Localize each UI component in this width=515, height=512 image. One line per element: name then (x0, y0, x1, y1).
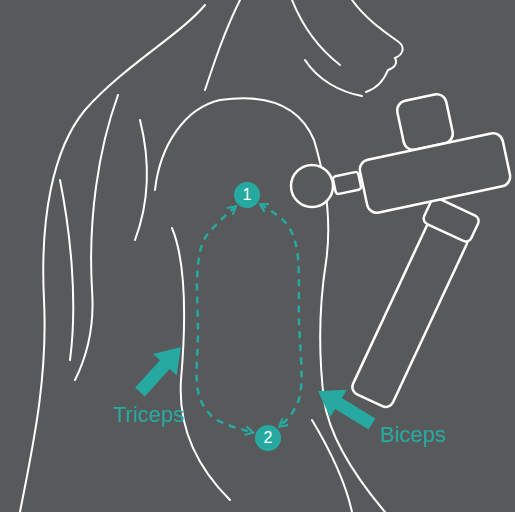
motion-arrow (260, 204, 302, 426)
callout-number: 1 (234, 182, 260, 208)
callout-arrow (135, 347, 181, 396)
back-muscle-line (60, 180, 73, 360)
callout-number: 2 (255, 425, 281, 451)
muscle-label: Triceps (113, 403, 184, 427)
number-circle-fill (255, 425, 281, 451)
muscle-label: Biceps (380, 423, 446, 447)
back-muscle-line (135, 120, 147, 240)
gun-collar (422, 196, 481, 243)
gun-handle (350, 219, 470, 410)
gun-ball-head (291, 165, 333, 207)
arm-back-outline (172, 228, 230, 500)
number-circle-fill (234, 182, 260, 208)
gun-neck (332, 171, 361, 194)
motion-arrow (197, 206, 253, 432)
back-outline (20, 5, 205, 512)
gun-body (358, 131, 512, 214)
neck-line (305, 60, 362, 96)
back-muscle-line (75, 95, 118, 380)
callout-number-text: 2 (264, 430, 273, 446)
face-outline (352, 0, 403, 92)
chest-line (292, 0, 340, 65)
forearm-line (312, 420, 352, 512)
callout-arrow (318, 390, 375, 430)
shoulder-line (205, 0, 240, 90)
callout-number-text: 1 (243, 187, 252, 203)
deltoid-outline (155, 98, 314, 190)
